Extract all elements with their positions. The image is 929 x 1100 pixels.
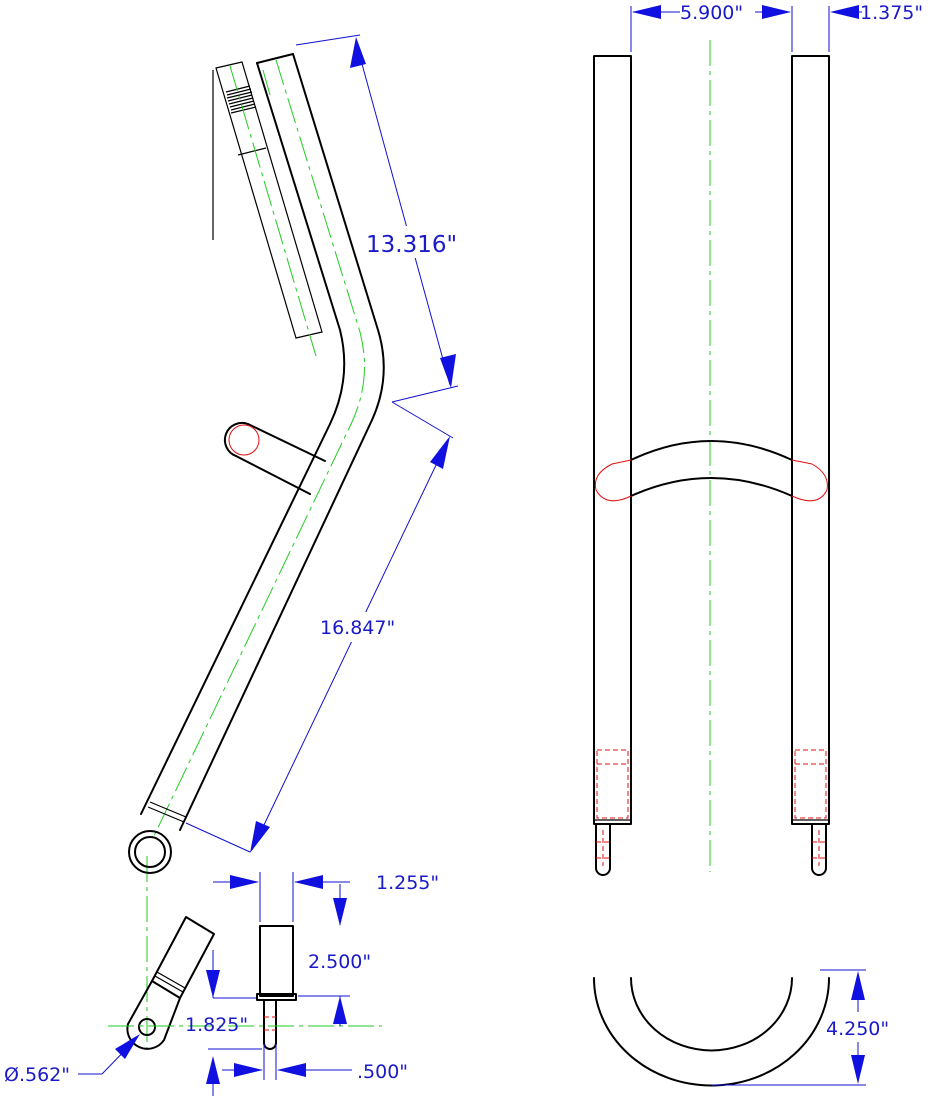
upper-leg-length-label: 13.316" bbox=[366, 232, 457, 258]
crown-arc-view: 4.250" bbox=[593, 969, 889, 1087]
dimension-upper-leg: 13.316" bbox=[295, 34, 470, 403]
right-tube bbox=[791, 55, 830, 876]
fork-leg-outer-edge bbox=[179, 53, 385, 831]
dimension-plug-diameter: 1.255" bbox=[213, 872, 439, 922]
side-brace bbox=[223, 421, 326, 495]
crown-radius-label: 4.250" bbox=[826, 1018, 889, 1040]
tube-width-label: 1.375" bbox=[860, 2, 923, 24]
lower-leg-length-label: 16.847" bbox=[320, 617, 395, 639]
stub-diameter-label: .500" bbox=[357, 1061, 408, 1083]
fork-leg bbox=[140, 53, 385, 1048]
dimension-offset: 1.825" bbox=[185, 950, 256, 1096]
dimension-tube-width: 1.375" bbox=[828, 2, 923, 52]
fork-leg-inner-edge bbox=[140, 62, 346, 815]
plug-detail bbox=[256, 925, 297, 1050]
plug-diameter-label: 1.255" bbox=[376, 872, 439, 894]
dimension-plug-length: 2.500" bbox=[296, 881, 371, 1026]
dropout-detail bbox=[126, 916, 215, 1050]
fork-width-label: 5.900" bbox=[680, 2, 743, 24]
dimension-lower-leg: 16.847" bbox=[185, 401, 454, 853]
axle-eye bbox=[128, 830, 172, 874]
side-view: 13.316" 16.847" bbox=[128, 34, 470, 1048]
dimension-fork-width: 5.900" bbox=[630, 2, 793, 52]
left-tube bbox=[593, 55, 632, 876]
hole-diameter-label: Ø.562" bbox=[4, 1064, 70, 1086]
steerer-tube bbox=[215, 61, 323, 357]
offset-label: 1.825" bbox=[185, 1014, 248, 1036]
front-view: 5.900" 1.375" bbox=[593, 2, 923, 876]
plug-length-label: 2.500" bbox=[308, 951, 371, 973]
crown-brace bbox=[594, 440, 828, 502]
dimension-stub-diameter: .500" bbox=[208, 1044, 408, 1083]
dimension-hole-diameter: Ø.562" bbox=[4, 1034, 140, 1086]
detail-parts: 1.255" 2.500" 1.825" bbox=[4, 872, 439, 1096]
dimension-crown-radius: 4.250" bbox=[712, 969, 889, 1086]
